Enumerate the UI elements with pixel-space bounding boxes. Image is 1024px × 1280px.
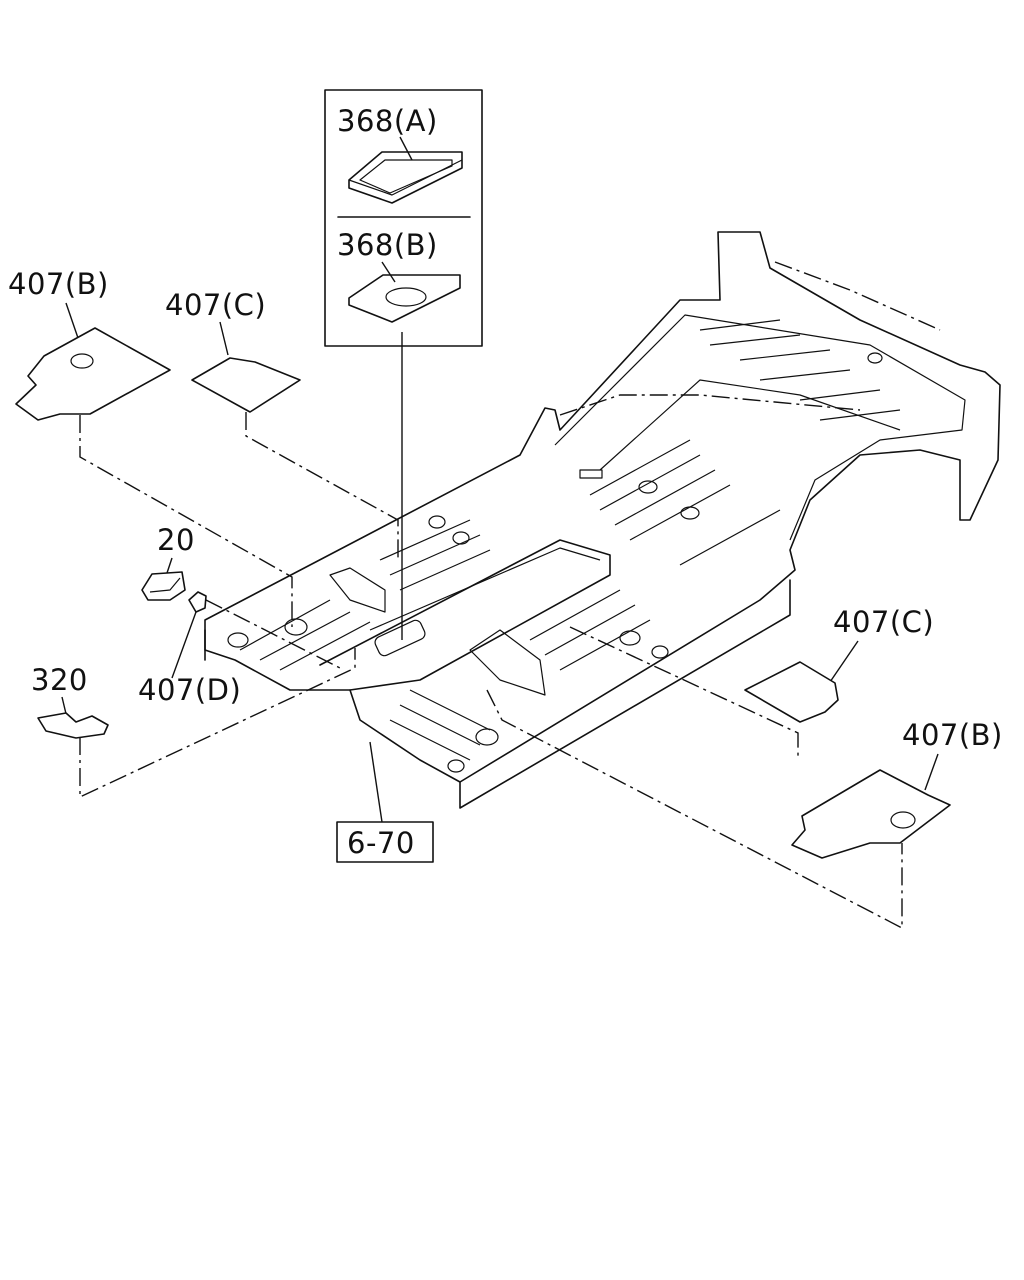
floor-pan [204,231,1001,809]
pad-368b [348,261,461,323]
label-407c-right: 407(C) [833,605,934,639]
label-407b-left: 407(B) [8,267,109,301]
pad-407c-right [569,626,859,757]
label-320: 320 [31,663,88,697]
label-368b: 368(B) [337,228,438,262]
pad-407c-left [191,321,399,560]
label-407d: 407(D) [138,673,241,707]
label-368a: 368(A) [337,104,438,138]
pad-407b-right [486,689,951,930]
part-320 [37,648,356,799]
inset-box-368 [324,89,483,347]
label-6-70: 6-70 [347,826,415,860]
part-407d [171,591,341,679]
label-20: 20 [157,523,195,557]
label-407b-right: 407(B) [902,718,1003,752]
pad-368a [348,136,463,204]
ref-6-70-box [336,741,434,863]
pad-407b-left [15,302,293,627]
label-407c-left: 407(C) [165,288,266,322]
part-20 [141,557,186,601]
